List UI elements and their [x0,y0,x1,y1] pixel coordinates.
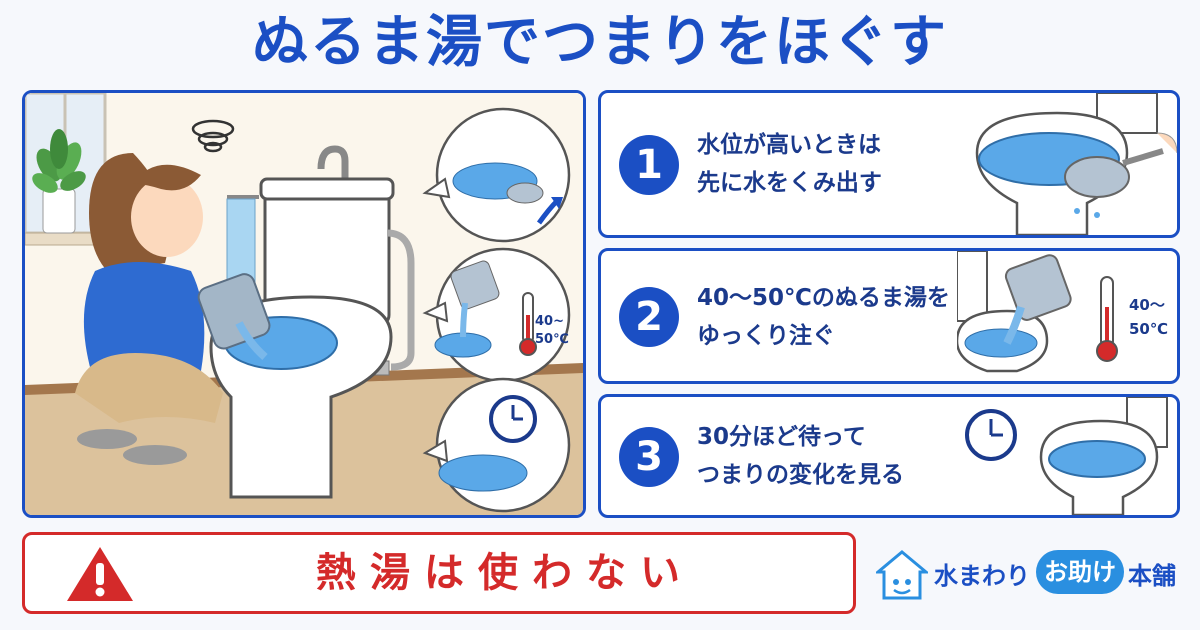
towel [226,195,259,284]
house-logo-icon [876,550,928,600]
step-2-line2: ゆっくり注ぐ [697,323,835,349]
step-1-line2: 先に水をくみ出す [697,170,882,196]
logo-text-part2: お助け [1036,550,1124,594]
callout-pour-hot-water: 40~ 50℃ [422,247,571,383]
person [75,153,271,465]
warning-triangle-icon [67,547,133,601]
step-2-card: 2 40～50℃のぬるま湯を ゆっくり注ぐ 40～ 50℃ [598,248,1180,384]
clock-icon [489,395,537,443]
logo-text-part1: 水まわり [934,562,1030,590]
step-2-line1: 40～50℃のぬるま湯を [697,285,950,311]
clock-icon [965,409,1017,461]
warning-banner: 熱湯は使わない [22,532,856,614]
scene-thermo-top: 40~ [535,314,564,329]
step-3-number: 3 [619,427,679,487]
step-3-text: 30分ほど待って つまりの変化を見る [697,418,904,494]
plant [32,129,86,234]
step-3-card: 3 30分ほど待って つまりの変化を見る [598,394,1180,518]
step-2-thermo-top: 40～ [1129,296,1165,314]
step-3-line1: 30分ほど待って [697,424,866,450]
step-2-number: 2 [619,287,679,347]
scene-illustration: 40~ 50℃ [22,90,586,518]
step-1-card: 1 水位が高いときは 先に水をくみ出す [598,90,1180,238]
thermometer-icon [519,292,537,356]
step-2-thermo-label: 40～ 50℃ [1129,293,1168,341]
page-title: ぬるま湯でつまりをほぐす [252,10,948,75]
callout-wait-clock [422,377,571,513]
step-1-illustration [975,93,1177,235]
confused-swirl-icon [191,119,235,153]
step-1-number: 1 [619,135,679,195]
logo-text-part3: 本舗 [1128,562,1176,590]
step-2-illustration [957,251,1118,373]
brand-logo: 水まわり お助け 本舗 [876,542,1180,608]
step-2-thermo-bottom: 50℃ [1129,320,1169,338]
callout-bucket-scoop [422,107,571,243]
step-2-text: 40～50℃のぬるま湯を ゆっくり注ぐ [697,279,950,355]
thermometer-icon [1096,276,1118,362]
scene-thermo-bottom: 50℃ [535,332,569,347]
step-3-line2: つまりの変化を見る [697,462,904,488]
step-3-illustration [965,397,1168,515]
warning-text: 熱湯は使わない [316,550,694,596]
step-1-text: 水位が高いときは 先に水をくみ出す [697,126,882,202]
step-1-line1: 水位が高いときは [697,132,881,158]
